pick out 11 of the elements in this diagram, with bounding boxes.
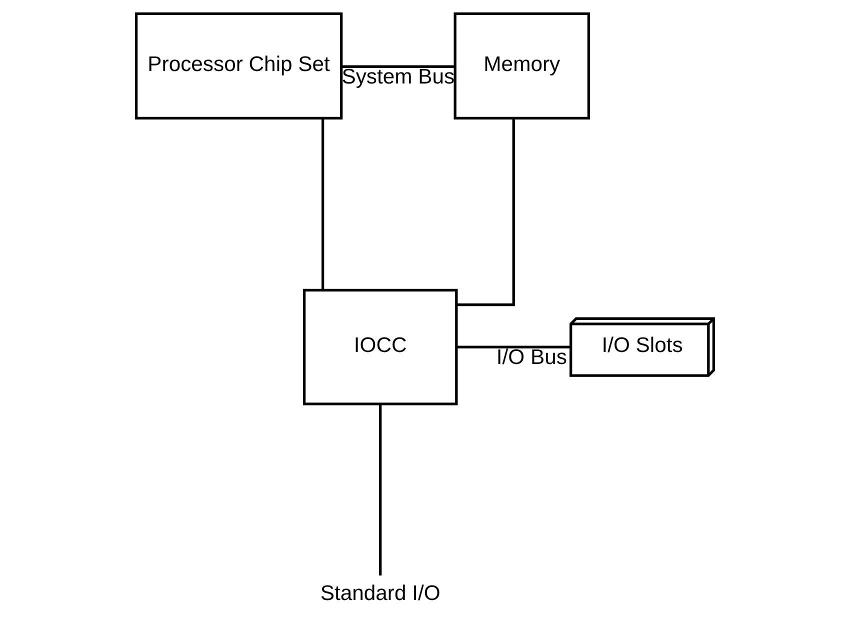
edge-label: System Bus [342, 66, 455, 89]
node-text: Standard I/O [320, 582, 440, 606]
connector [341, 65, 455, 68]
connector [321, 118, 324, 290]
node-box: Processor Chip Set [134, 12, 343, 120]
connector [379, 404, 382, 576]
edge-label: I/O Bus [496, 346, 567, 370]
connector [456, 346, 570, 348]
node-box: IOCC [302, 288, 458, 406]
node-box: Memory [454, 12, 590, 120]
connector [456, 118, 515, 306]
